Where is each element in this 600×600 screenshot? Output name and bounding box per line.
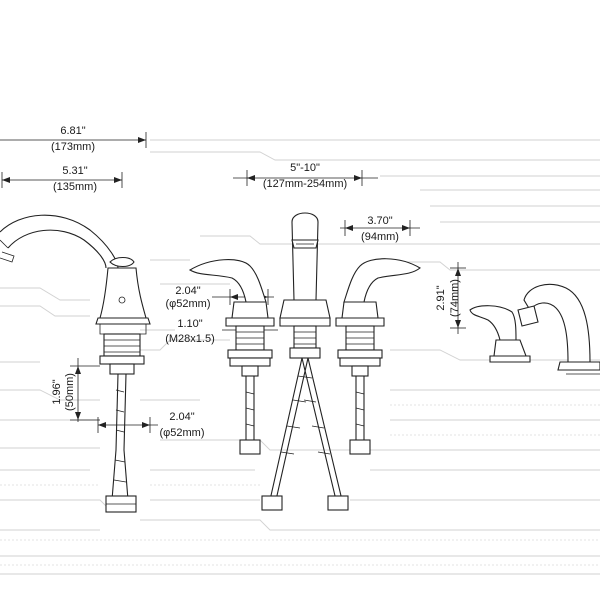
dim-handle-rise-mm: (74mm) (449, 279, 461, 317)
dim-handle-rise: 2.91" (74mm) (435, 262, 466, 334)
dim-handle-height-inch: 3.70" (367, 215, 392, 227)
dim-handle-base-dia-inch: 2.04" (175, 285, 200, 297)
front-view-spout (261, 212, 349, 511)
dim-spout-base-dia-inch: 2.04" (169, 411, 194, 423)
dim-spout-overall-inch: 6.81" (60, 125, 85, 137)
dim-spout-overall-mm: (173mm) (51, 141, 95, 153)
dim-max-deck-mm: (50mm) (64, 373, 76, 411)
dim-spout-overall: 6.81" (173mm) (0, 125, 147, 153)
dim-spout-reach-inch: 5.31" (62, 165, 87, 177)
dim-max-deck-inch: 1.96" (51, 379, 63, 404)
dim-spout-base-dia-mm: (φ52mm) (159, 427, 204, 439)
dim-max-deck: 1.96" (50mm) (51, 358, 100, 422)
dim-spread-mm: (127mm-254mm) (263, 178, 347, 190)
dim-spout-reach: 5.31" (135mm) (1, 165, 123, 193)
side-view-handle-spout (469, 283, 600, 375)
dim-spout-reach-mm: (135mm) (53, 181, 97, 193)
side-view-spout (0, 214, 151, 513)
dim-handle-rise-inch: 2.91" (435, 285, 447, 310)
dim-handle-height: 3.70" (94mm) (340, 215, 420, 243)
front-view-right-handle (335, 258, 421, 455)
dim-spread: 5"-10" (127mm-254mm) (233, 162, 378, 190)
front-view-left-handle (188, 259, 275, 455)
dim-handle-base-dia-mm: (φ52mm) (165, 298, 210, 310)
dim-spout-base-dia: 2.04" (φ52mm) (97, 411, 205, 439)
background-pattern (0, 139, 600, 575)
dim-handle-base-dia: 2.04" (φ52mm) (165, 285, 274, 310)
dim-thread-mm: (M28x1.5) (165, 333, 215, 345)
dim-handle-height-mm: (94mm) (361, 231, 399, 243)
dim-thread-inch: 1.10" (177, 318, 202, 330)
dim-spread-inch: 5"-10" (290, 162, 320, 174)
